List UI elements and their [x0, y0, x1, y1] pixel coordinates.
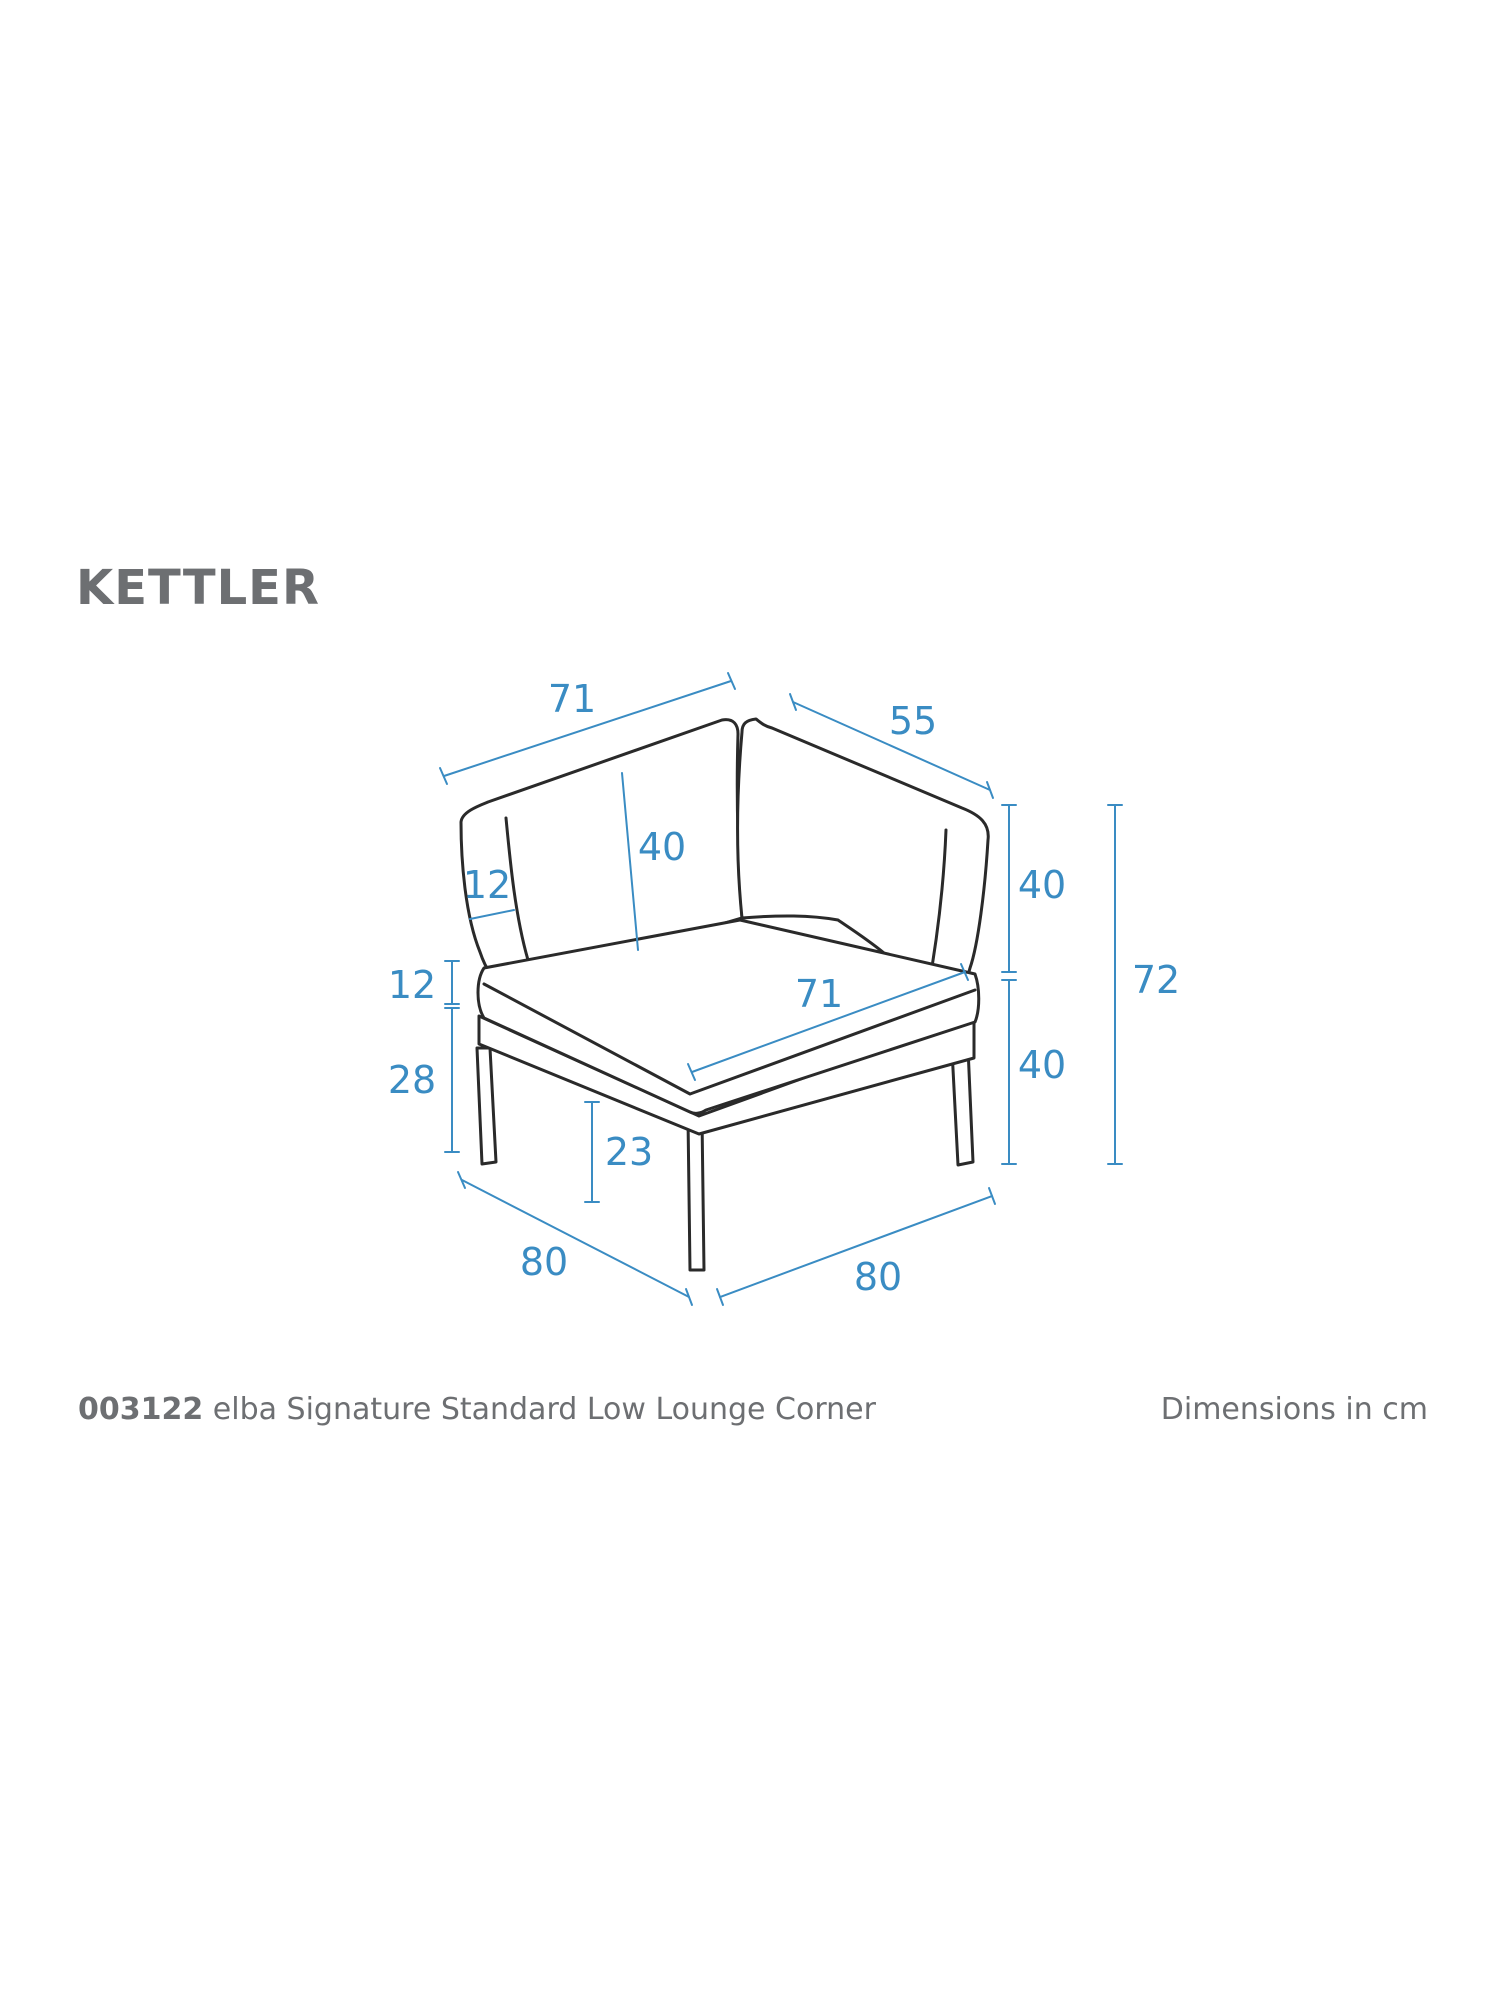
- product-caption: 003122 elba Signature Standard Low Loung…: [78, 1392, 876, 1427]
- leg-front: [686, 1116, 706, 1272]
- seat-cushion: [476, 918, 981, 1115]
- dim-seat-right-height: 40: [1018, 1043, 1066, 1087]
- dim-base-right: 80: [854, 1255, 902, 1299]
- dim-back-right-height: 40: [1018, 863, 1066, 907]
- units-note: Dimensions in cm: [1160, 1392, 1428, 1427]
- dimension-labels: 71 55 40 12 12 28 23 71 40 40 72 80 80: [388, 677, 1180, 1299]
- product-name: elba Signature Standard Low Lounge Corne…: [212, 1392, 876, 1427]
- dim-seat-thickness: 12: [388, 963, 436, 1007]
- dim-back-thickness: 12: [463, 863, 511, 907]
- leg-back-right: [950, 1046, 975, 1167]
- seat-cushion-edge: [482, 982, 977, 1096]
- dim-seat-height-lower: 28: [388, 1058, 436, 1102]
- dim-back-depth: 55: [889, 699, 937, 743]
- leg-back-left: [475, 1046, 498, 1166]
- dimension-lines: [439, 672, 1123, 1306]
- chair-outline: [459, 717, 990, 1272]
- dim-back-width: 71: [548, 677, 596, 721]
- dim-total-height: 72: [1132, 958, 1180, 1002]
- dim-back-height: 40: [638, 825, 686, 869]
- backrest-left-panel: [504, 816, 530, 962]
- product-code: 003122: [78, 1392, 204, 1427]
- brand-logo: KETTLER: [76, 560, 320, 616]
- seat-frame: [477, 1014, 976, 1136]
- dim-leg-height: 23: [605, 1130, 653, 1174]
- dim-seat-width: 71: [795, 972, 843, 1016]
- dim-base-left: 80: [520, 1240, 568, 1284]
